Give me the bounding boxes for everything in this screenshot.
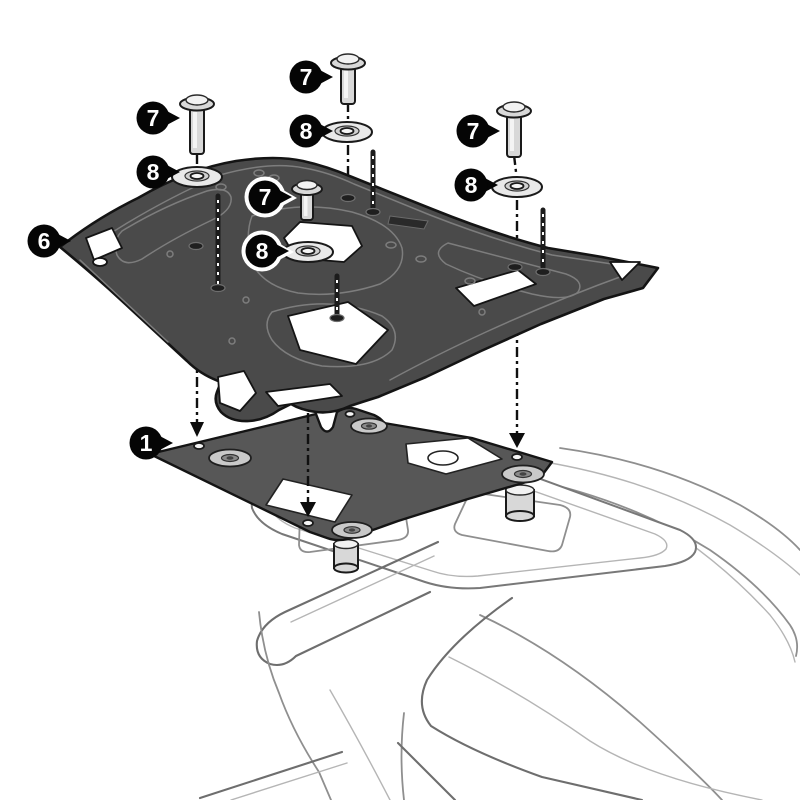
svg-text:8: 8: [147, 159, 160, 185]
svg-text:7: 7: [467, 118, 480, 144]
mounting-bracket: [148, 406, 554, 542]
plate-slot-bottom-center: [265, 383, 343, 407]
bracket-hole-right: [511, 453, 523, 461]
callout-screw-top: 7: [289, 60, 333, 94]
svg-text:6: 6: [38, 228, 51, 254]
washer-right: [491, 176, 543, 198]
callout-washer-left: 8: [136, 155, 180, 189]
svg-text:8: 8: [465, 172, 478, 198]
plate-boss-left: [188, 241, 204, 251]
svg-text:8: 8: [300, 118, 313, 144]
adapter-plate: [58, 156, 660, 423]
callout-screw-left: 7: [136, 101, 180, 135]
screw-center: [291, 179, 323, 221]
mounting-studs: [210, 149, 551, 323]
svg-text:7: 7: [300, 64, 313, 90]
screw-left: [179, 94, 215, 155]
stud-top: [365, 149, 381, 217]
callout-screw-center: 7: [244, 176, 297, 218]
stud-center: [329, 273, 345, 323]
washer-left: [171, 166, 223, 188]
callout-washer-center: 8: [241, 230, 294, 272]
callout-washer-top: 8: [289, 114, 333, 148]
callout-screw-right: 7: [456, 114, 500, 148]
washer-center: [282, 241, 334, 263]
svg-text:1: 1: [140, 430, 153, 456]
plate-slot-right: [455, 269, 537, 307]
bracket-ring-1: [208, 448, 252, 468]
plate-boss-right: [507, 262, 523, 272]
arrow-down-right-icon: [509, 433, 525, 448]
bracket-ring-3: [501, 464, 545, 484]
plate-slot-engraved: [387, 215, 429, 230]
screw-top: [330, 53, 366, 105]
svg-text:7: 7: [259, 184, 272, 210]
stud-right: [535, 207, 551, 277]
plate-cutout-left-tip: [85, 227, 123, 261]
plate-hole-left: [92, 257, 108, 267]
arrow-down-left-icon: [190, 422, 204, 437]
svg-text:7: 7: [147, 105, 160, 131]
bracket-oval-hole: [427, 450, 459, 466]
svg-text:8: 8: [256, 238, 269, 264]
bracket-hole-left: [193, 442, 205, 450]
bracket-hole-top: [344, 410, 356, 418]
plate-cutout-bottom-left: [217, 370, 257, 412]
plate-cutout-right-tip: [609, 261, 641, 281]
spacer-right: [505, 484, 535, 522]
callout-washer-right: 8: [454, 168, 498, 202]
screw-right: [496, 101, 532, 158]
arrow-down-center-icon: [300, 502, 316, 517]
bracket-hole-center: [302, 519, 314, 527]
stud-left: [210, 193, 226, 293]
callout-plate: 6: [27, 224, 71, 258]
bracket-ring-2: [350, 417, 388, 435]
plate-boss-top: [340, 193, 356, 203]
callout-bracket: 1: [129, 426, 173, 460]
spacer-center: [333, 538, 359, 574]
bracket-ring-4: [331, 521, 373, 539]
